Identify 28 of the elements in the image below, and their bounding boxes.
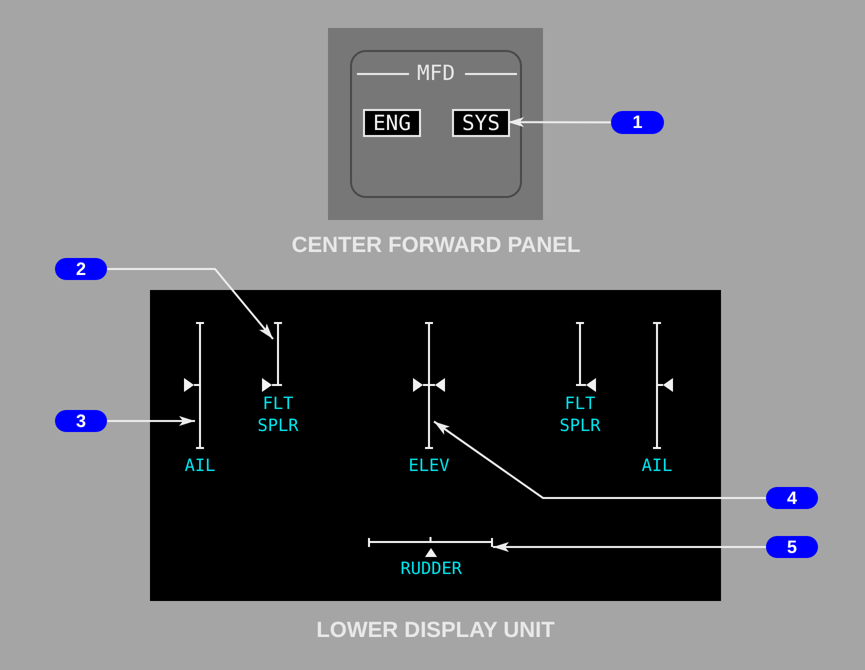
panel-label: MFD bbox=[416, 60, 456, 86]
callout-number: 1 bbox=[611, 111, 664, 134]
control-panel bbox=[350, 50, 522, 198]
position-scale bbox=[652, 322, 662, 449]
callout-number: 3 bbox=[55, 410, 107, 432]
key-button: SYS bbox=[452, 109, 510, 137]
scale-label: AIL bbox=[640, 455, 674, 477]
position-scale bbox=[195, 322, 205, 449]
leader-arrow bbox=[508, 117, 611, 128]
scale-label: AIL bbox=[184, 455, 216, 477]
leader-arrow bbox=[493, 542, 766, 552]
position-scale bbox=[368, 537, 493, 549]
scale-label: RUDDER bbox=[400, 558, 460, 580]
callout-number: 4 bbox=[766, 487, 818, 509]
key-button: ENG bbox=[363, 109, 421, 137]
leader-arrow bbox=[107, 416, 195, 426]
scale-label: FLT SPLR bbox=[558, 393, 602, 437]
leader-arrow bbox=[107, 268, 274, 340]
callout-number: 2 bbox=[55, 258, 107, 280]
panel-title: LOWER DISPLAY UNIT bbox=[315, 617, 556, 643]
panel-title: CENTER FORWARD PANEL bbox=[290, 232, 582, 258]
scale-label: FLT SPLR bbox=[256, 393, 300, 437]
position-scale bbox=[273, 322, 283, 386]
callout-number: 5 bbox=[766, 536, 818, 558]
position-scale bbox=[424, 322, 434, 449]
scale-label: ELEV bbox=[408, 455, 450, 477]
leader-arrow bbox=[433, 420, 766, 499]
position-scale bbox=[575, 322, 585, 386]
